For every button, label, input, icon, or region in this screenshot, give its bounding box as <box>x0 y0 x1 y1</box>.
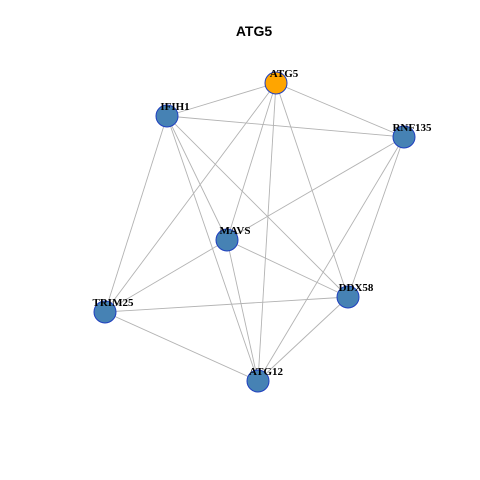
node-mavs[interactable]: MAVS <box>215 225 251 252</box>
node-label: ATG12 <box>249 366 284 378</box>
node-circle[interactable] <box>215 228 239 252</box>
node-circle[interactable] <box>93 300 117 324</box>
edge-atg5-ddx58 <box>275 82 349 298</box>
edge-atg5-atg12 <box>257 82 277 382</box>
node-label: DDX58 <box>339 282 374 294</box>
edge-mavs-atg12 <box>226 239 259 382</box>
node-atg5[interactable]: ATG5 <box>264 68 299 95</box>
edge-atg5-ifih1 <box>166 82 277 117</box>
edge-ddx58-trim25 <box>104 296 349 313</box>
node-label: TRIM25 <box>93 297 134 309</box>
edge-rnf135-mavs <box>226 136 405 241</box>
edge-atg5-rnf135 <box>275 82 405 138</box>
edge-mavs-trim25 <box>104 239 228 313</box>
edge-ifih1-trim25 <box>104 115 168 313</box>
node-circle[interactable] <box>392 125 416 149</box>
node-trim25[interactable]: TRIM25 <box>93 297 134 324</box>
node-circle[interactable] <box>155 104 179 128</box>
edge-rnf135-ddx58 <box>347 136 405 298</box>
node-label: MAVS <box>220 225 251 237</box>
node-label: ATG5 <box>270 68 299 80</box>
diagram-title: ATG5 <box>236 23 273 39</box>
node-circle[interactable] <box>264 71 288 95</box>
node-label: IFIH1 <box>160 101 189 113</box>
edge-mavs-ddx58 <box>226 239 349 298</box>
edge-layer <box>104 82 405 382</box>
edge-rnf135-atg12 <box>257 136 405 382</box>
node-ddx58[interactable]: DDX58 <box>336 282 374 309</box>
edge-atg5-mavs <box>226 82 277 241</box>
edge-ifih1-ddx58 <box>166 115 349 298</box>
edge-ddx58-atg12 <box>257 296 349 382</box>
node-rnf135[interactable]: RNF135 <box>392 122 432 149</box>
edge-ifih1-mavs <box>166 115 228 241</box>
edge-trim25-atg12 <box>104 311 259 382</box>
node-circle[interactable] <box>246 369 270 393</box>
node-label: RNF135 <box>392 122 432 134</box>
node-ifih1[interactable]: IFIH1 <box>155 101 190 128</box>
node-circle[interactable] <box>336 285 360 309</box>
node-atg12[interactable]: ATG12 <box>246 366 284 393</box>
edge-atg5-trim25 <box>104 82 277 313</box>
edge-ifih1-rnf135 <box>166 115 405 138</box>
